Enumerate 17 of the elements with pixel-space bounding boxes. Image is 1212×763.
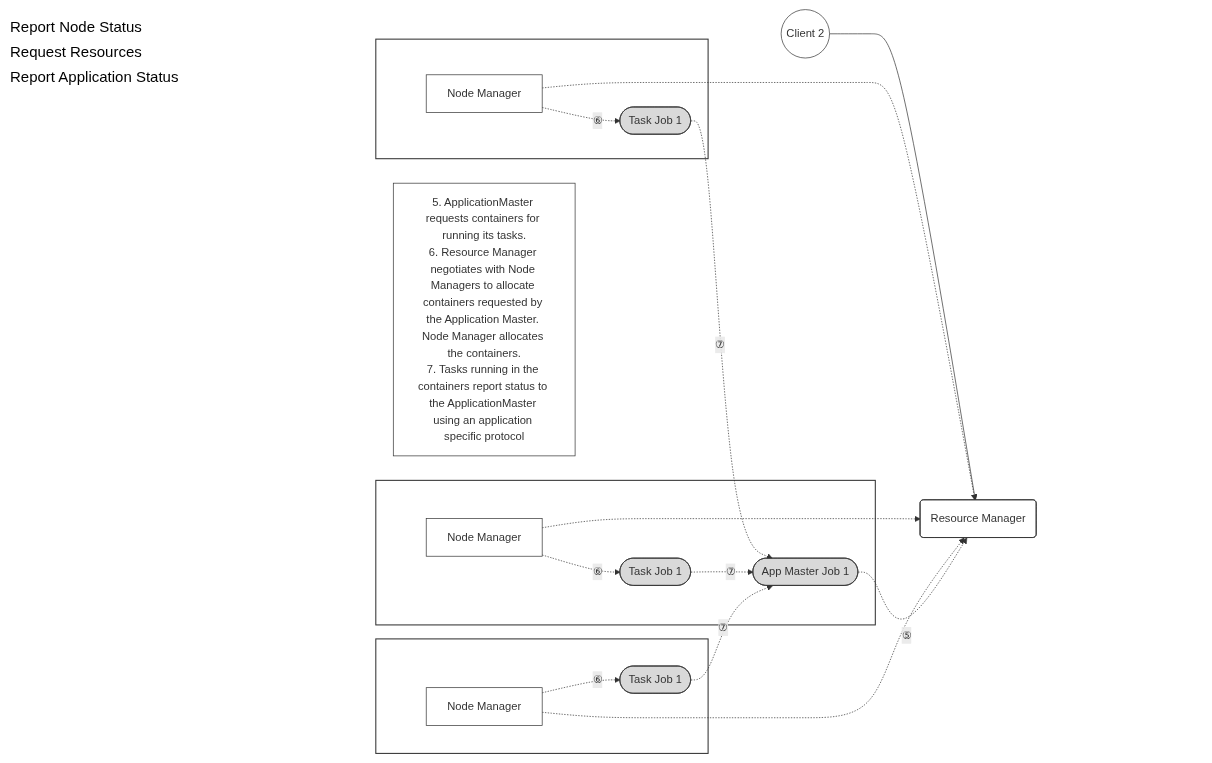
- note-text: Report Node Status: [10, 18, 143, 35]
- edge-label: ⑦: [718, 621, 729, 634]
- note-text: Request Resources: [10, 43, 143, 60]
- node-box: Node Manager: [425, 687, 543, 726]
- node-box: Node Manager: [425, 518, 543, 557]
- node-circle: Client 2: [780, 9, 830, 59]
- node-box: 5. ApplicationMaster requests containers for running its tasks. 6. Resource Manager negotiates with Node Managers to allocate containers requested by the Application Master. Node Manager allocates the containers. 7. Tasks running in the containers report status to the ApplicationMaster using an application specific protocol: [392, 182, 576, 457]
- edge-label: ⑦: [715, 338, 725, 351]
- edge-label: ⑥: [592, 673, 603, 686]
- note-text: Report Application Status: [10, 68, 180, 85]
- edge-label: ⑥: [592, 565, 603, 578]
- edge-label: ⑦: [725, 565, 736, 578]
- node-box: Node Manager: [425, 74, 543, 113]
- edge-label: ⑥: [592, 114, 603, 127]
- edge-label: ⑤: [901, 629, 912, 641]
- cluster: [375, 638, 709, 754]
- cluster: [375, 38, 709, 160]
